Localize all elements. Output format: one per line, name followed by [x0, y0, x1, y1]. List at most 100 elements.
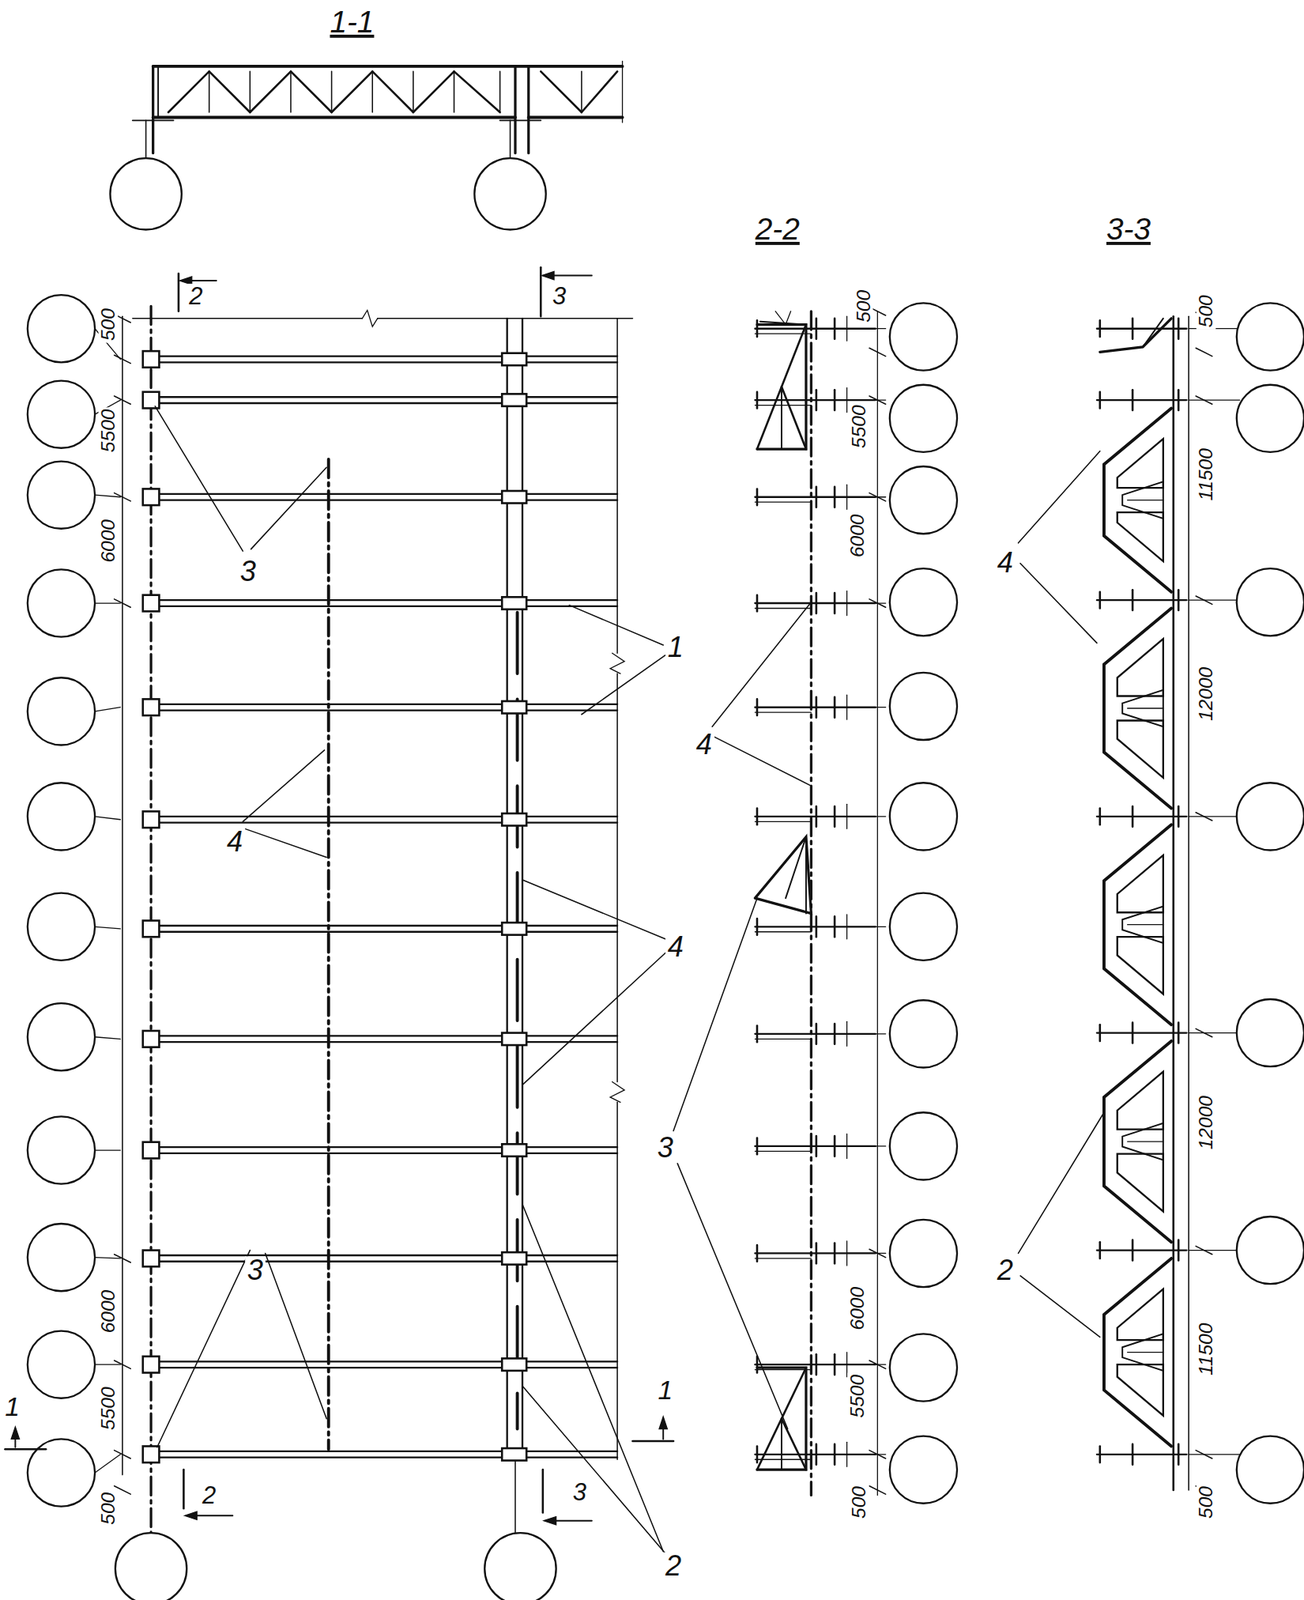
drawing-line: [327, 459, 331, 1449]
column-plate: [501, 1357, 527, 1370]
drawing-line: [522, 950, 668, 1085]
drawing-line: [377, 317, 634, 320]
drawing-line: [150, 821, 618, 823]
drawing-line: [815, 389, 818, 411]
drawing-line: [94, 602, 121, 604]
axis-bubble: [889, 782, 958, 850]
drawing-line: [1195, 395, 1213, 404]
drawing-line: [1098, 1445, 1101, 1463]
drawing-line: [528, 116, 623, 120]
drawing-line: [847, 1032, 886, 1034]
dimension: 500: [98, 1489, 119, 1527]
drawing-line: [756, 918, 759, 935]
drawing-line: [371, 71, 374, 113]
axis-bubble: [889, 999, 958, 1067]
drawing-line: [513, 66, 517, 154]
axis-bubble: [1236, 1216, 1304, 1284]
drawing-line: [114, 493, 132, 502]
column-plate: [143, 1250, 160, 1267]
drawing-line: [869, 1248, 886, 1257]
drawing-path: [1122, 689, 1164, 727]
drawing-line: [114, 395, 132, 404]
drawing-line: [150, 815, 618, 818]
drawing-line: [168, 71, 210, 113]
drawing-path: [1117, 1288, 1164, 1341]
axis-bubble: [27, 569, 95, 637]
drawing-line: [805, 836, 807, 914]
drawing-line: [153, 64, 623, 68]
drawing-line: [249, 71, 252, 113]
dimension: 5500: [847, 1371, 867, 1420]
drawing-line: [754, 501, 811, 503]
drawing-path: [754, 836, 811, 914]
drawing-line: [833, 1243, 837, 1264]
dimension: 500: [853, 287, 874, 325]
drawing-line: [1096, 1248, 1188, 1251]
callout-number: 2: [994, 1255, 1015, 1285]
drawing-line: [1098, 391, 1101, 409]
drawing-line: [815, 1135, 818, 1157]
drawing-line: [514, 1458, 517, 1536]
drawing-line: [780, 1418, 783, 1470]
drawing-line: [1098, 591, 1101, 609]
drawing-line: [877, 311, 879, 1496]
drawing-line: [150, 930, 618, 933]
drawing-path: [1117, 512, 1164, 562]
drawing-path: [1117, 720, 1164, 778]
drawing-line: [756, 320, 759, 337]
drawing-line: [177, 273, 181, 312]
drawing-line: [677, 1163, 788, 1429]
drawing-line: [182, 1469, 185, 1508]
drawing-line: [847, 1364, 886, 1365]
column-plate: [501, 1032, 527, 1045]
drawing-line: [94, 816, 121, 820]
column-plate: [501, 1251, 527, 1264]
drawing-line: [1020, 1275, 1101, 1337]
drawing-line: [847, 706, 886, 708]
drawing-line: [1195, 595, 1213, 604]
dimension: 6000: [98, 516, 119, 565]
drawing-line: [151, 66, 155, 154]
drawing-line: [1188, 399, 1240, 400]
drawing-line: [1096, 327, 1188, 330]
axis-bubble: [1236, 998, 1304, 1067]
drawing-line: [1195, 812, 1213, 821]
drawing-line: [833, 806, 837, 827]
drawing-line: [1096, 815, 1188, 818]
column-plate: [143, 1445, 160, 1463]
drawing-line: [454, 71, 501, 113]
drawing-line: [114, 1360, 132, 1369]
drawing-line: [815, 1023, 818, 1044]
column-plate: [501, 596, 527, 609]
section-mark: 2: [199, 1482, 218, 1508]
axis-bubble: [889, 1333, 958, 1401]
column-plate: [143, 595, 160, 612]
axis-bubble: [889, 384, 958, 453]
drawing-line: [869, 493, 886, 502]
drawing-line: [756, 1138, 759, 1155]
column-plate: [143, 350, 160, 368]
callout-number: 4: [693, 730, 714, 759]
section-mark: 1: [3, 1392, 23, 1420]
drawing-path: [1104, 607, 1172, 808]
column-plate: [143, 1356, 160, 1373]
drawing-line: [781, 1418, 807, 1470]
axis-bubble: [27, 1115, 95, 1184]
arrowhead: [542, 271, 555, 279]
drawing-line: [1177, 806, 1180, 827]
drawing-line: [754, 1458, 811, 1460]
drawing-line: [1187, 316, 1190, 1490]
drawing-line: [1098, 320, 1101, 337]
drawing-line: [500, 119, 542, 121]
drawing-line: [847, 1252, 886, 1254]
axis-bubble: [27, 380, 95, 449]
drawing-line: [869, 1485, 886, 1494]
drawing-line: [94, 1149, 121, 1150]
drawing-line: [847, 327, 886, 329]
section-mark: 2: [187, 283, 205, 309]
drawing-path: [610, 1081, 625, 1103]
drawing-line: [756, 1025, 759, 1043]
drawing-line: [1017, 1111, 1104, 1253]
drawing-line: [815, 806, 818, 827]
drawing-line: [815, 486, 818, 508]
